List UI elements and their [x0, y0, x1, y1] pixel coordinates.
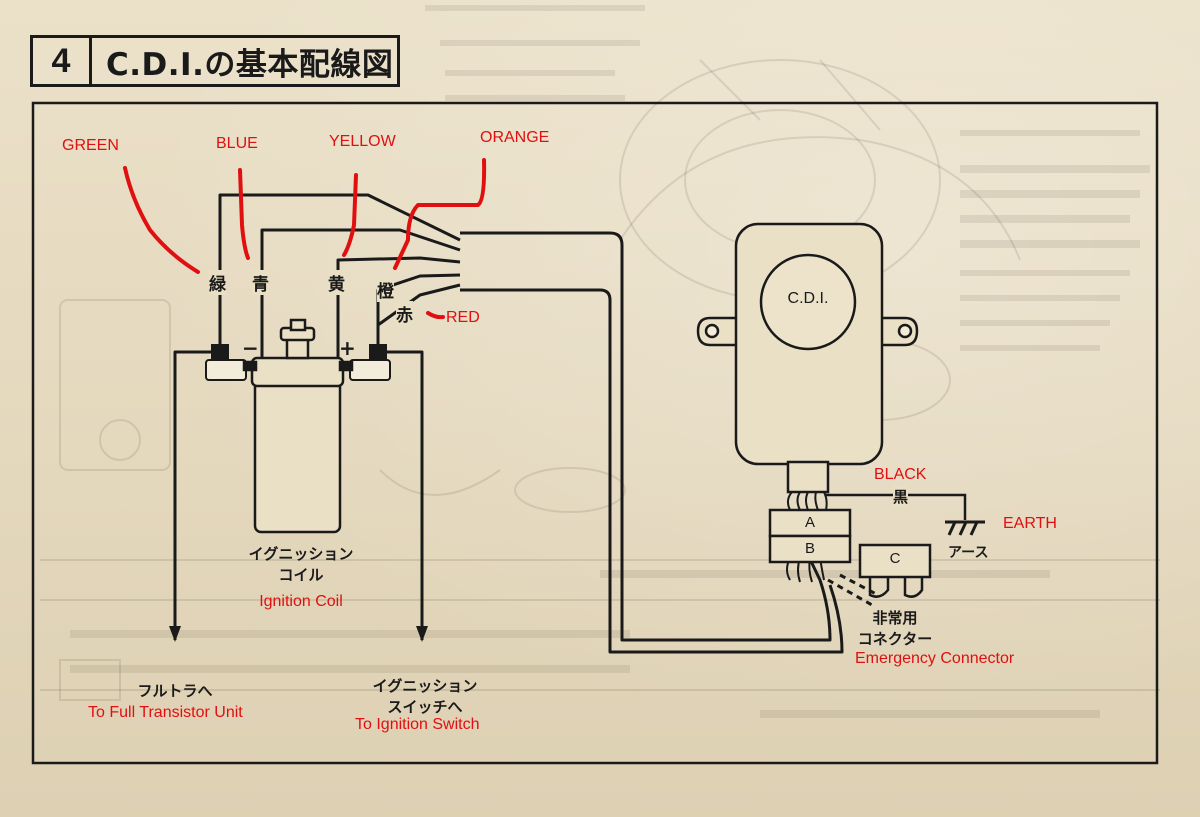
label-jp-black: 黒	[893, 486, 909, 507]
to-switch-line1: イグニッション	[372, 677, 478, 695]
emergency-connector	[858, 543, 932, 598]
label-jp-red: 赤	[396, 301, 413, 326]
annotation-black: BLACK	[874, 466, 927, 483]
to-switch-line2: スイッチへ	[387, 698, 463, 716]
connector-a-label: A	[804, 514, 815, 531]
terminal-left	[205, 359, 247, 381]
wire-blue	[260, 228, 461, 360]
label-jp-orange: 橙	[377, 277, 394, 302]
coil-label-line2: コイル	[278, 566, 324, 584]
ignition-coil	[242, 318, 354, 534]
cdi-unit	[696, 222, 919, 494]
wire-orange	[376, 273, 461, 350]
red-stroke-orange	[393, 158, 487, 270]
coil-label-line1: イグニッション	[248, 545, 354, 563]
annotation-orange: ORANGE	[480, 129, 550, 146]
label-jp-blue: 青	[252, 270, 269, 295]
earth-symbol	[945, 520, 985, 536]
emergency-label-line1: 非常用	[872, 609, 918, 627]
annotation-earth: EARTH	[1003, 515, 1057, 532]
annotation-red: RED	[446, 309, 480, 326]
red-stroke-blue	[238, 168, 250, 260]
emergency-label-line2: コネクター	[857, 630, 933, 648]
annotation-ignition-coil: Ignition Coil	[259, 593, 343, 610]
wire-to-ignition-switch	[378, 350, 428, 642]
annotation-yellow: YELLOW	[329, 133, 396, 150]
diagram-title: 4 C.D.I.の基本配線図	[30, 35, 400, 87]
coil-plus-sign: +	[339, 336, 356, 360]
cdi-label: C.D.I.	[787, 290, 829, 307]
connector-b-label: B	[804, 540, 815, 557]
title-text: C.D.I.の基本配線図	[106, 46, 394, 83]
wire-black	[826, 493, 967, 520]
label-jp-green: 緑	[209, 270, 226, 295]
annotation-green: GREEN	[62, 137, 119, 154]
terminal-right	[349, 359, 391, 381]
red-stroke-yellow	[342, 173, 358, 257]
connector-ab	[768, 508, 852, 564]
annotation-blue: BLUE	[216, 135, 258, 152]
emergency-dashed-wire	[827, 578, 873, 607]
red-stroke-green	[123, 166, 200, 274]
annotation-emergency-connector: Emergency Connector	[855, 650, 1015, 667]
connector-c-label: C	[889, 550, 901, 567]
coil-minus-sign: −	[242, 336, 259, 360]
red-stroke-red	[426, 311, 445, 320]
to-full-transistor-jp: フルトラへ	[137, 682, 213, 700]
earth-label-jp: アース	[948, 545, 989, 561]
annotation-to-ignition-switch: To Ignition Switch	[355, 716, 480, 733]
label-jp-yellow: 黄	[328, 270, 345, 295]
diagram-frame	[31, 101, 1159, 765]
main-harness-inner	[460, 288, 844, 654]
wire-yellow	[336, 256, 461, 360]
wire-to-full-transistor	[169, 350, 220, 642]
section-number: 4	[33, 38, 92, 84]
main-harness	[460, 231, 832, 642]
annotation-to-full-transistor: To Full Transistor Unit	[88, 704, 243, 721]
